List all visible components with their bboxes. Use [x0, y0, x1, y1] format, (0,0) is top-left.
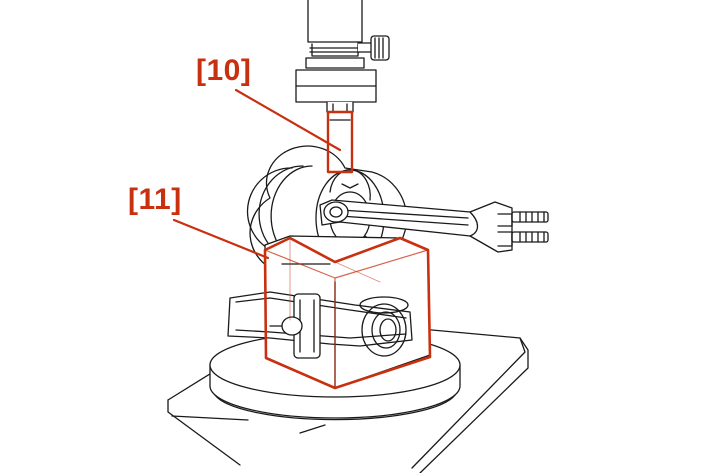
connecting-rod [319, 199, 549, 253]
callout-label-11: [11] [128, 183, 182, 216]
fixture-highlight-top [264, 249, 429, 389]
leader-line-11 [172, 218, 270, 260]
callout-label-10: [10] [196, 54, 252, 87]
leader-line-10 [234, 88, 342, 152]
fixture-highlight-hidden-edge [289, 237, 381, 321]
